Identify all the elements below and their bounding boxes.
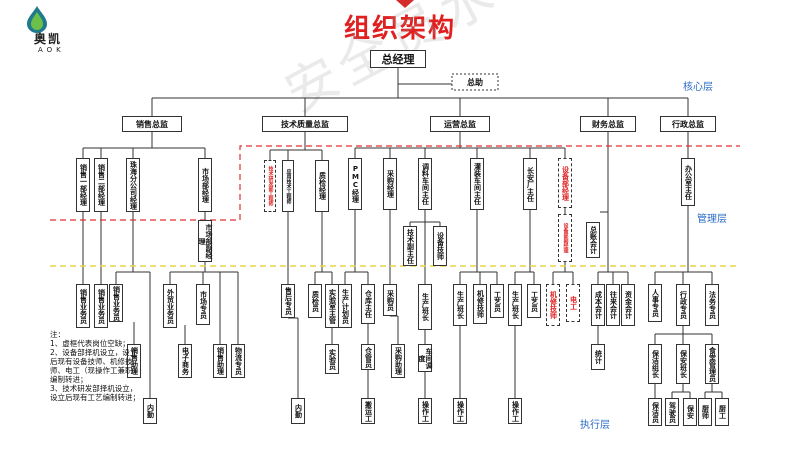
mgr-equip-tech: 设备技师 bbox=[433, 226, 447, 266]
mgr-tech-engineer: 技术研发部工程师 bbox=[264, 160, 276, 212]
staff-m2: 市场专员 bbox=[196, 284, 210, 325]
director-sales: 销售总监 bbox=[122, 116, 182, 132]
mgr-qc: 质检经理 bbox=[315, 160, 329, 212]
mgr-equip: 设备部经理 bbox=[558, 158, 572, 208]
mgr-purchase: 采购经理 bbox=[383, 158, 397, 210]
staff-m1: 外贸业务员 bbox=[163, 284, 177, 328]
staff-f1: 生产班长 bbox=[453, 284, 467, 326]
staff-e1: 机修技师 bbox=[546, 284, 560, 326]
staff-h2a: 保洁组长 bbox=[648, 344, 662, 384]
staff-e2: 电工 bbox=[566, 284, 580, 322]
staff-s3b: 销售助理 bbox=[127, 344, 141, 378]
staff-m1b: 电子商务 bbox=[178, 344, 192, 378]
layer-label-core: 核心层 bbox=[683, 82, 713, 93]
staff-a3: 资金会计 bbox=[621, 284, 635, 326]
director-tech: 技术质量总监 bbox=[262, 116, 348, 132]
mgr-changan-dir: 长安厂主任 bbox=[523, 158, 537, 210]
top-marker-icon bbox=[396, 0, 414, 8]
staff-s2: 销售业务员 bbox=[94, 284, 108, 328]
staff-f2: 机修技师 bbox=[473, 284, 487, 324]
layer-label-execution: 执行层 bbox=[580, 420, 610, 431]
staff-s1: 销售业务员 bbox=[76, 284, 90, 328]
staff-c1: 生产班长 bbox=[508, 284, 522, 326]
director-ops: 运营总监 bbox=[430, 116, 490, 132]
mgr-pmc: PMC经理 bbox=[348, 158, 362, 210]
staff-q2: 实验室主管 bbox=[325, 284, 339, 328]
staff-b1c: 操作工 bbox=[418, 398, 432, 424]
company-logo bbox=[22, 4, 82, 62]
mgr-branch: 珠海分公司经理 bbox=[126, 158, 140, 212]
staff-f3: 工艺员 bbox=[490, 284, 504, 318]
director-finance: 财务总监 bbox=[580, 116, 636, 132]
director-admin: 行政总监 bbox=[660, 116, 716, 132]
staff-pu1: 采购员 bbox=[383, 284, 397, 316]
staff-h1: 人事专员 bbox=[648, 284, 662, 322]
note-line: 注： bbox=[50, 330, 65, 339]
note-line: 2、设备部择机设立，设立后现有设备技师、机修技师、电工（现操作工兼职）编制转进； bbox=[50, 348, 140, 384]
assistant-box: 总助 bbox=[467, 77, 483, 87]
mgr-sales1: 销售一部经理 bbox=[76, 158, 90, 212]
staff-b1b: 车间调度 bbox=[418, 344, 433, 372]
mgr-office: 办公室主任 bbox=[681, 158, 695, 206]
mgr-sales2: 销售二部经理 bbox=[94, 158, 108, 212]
logo-drop-icon bbox=[27, 6, 47, 33]
staff-p1: 生产计划员 bbox=[338, 284, 352, 328]
logo-text-en: AOK bbox=[38, 46, 65, 54]
staff-h2b1: 驾驶员 bbox=[665, 398, 679, 426]
staff-h2c: 食堂管理员 bbox=[705, 344, 719, 384]
staff-c2: 工艺员 bbox=[527, 284, 541, 318]
ceo-box: 总经理 bbox=[370, 50, 426, 68]
staff-h2c1: 厨师 bbox=[698, 398, 712, 426]
staff-h2b2: 保安 bbox=[683, 398, 697, 426]
staff-q1: 质检员 bbox=[308, 284, 322, 318]
staff-h3: 法务专员 bbox=[705, 284, 719, 326]
staff-m2b: 销售助理 bbox=[213, 344, 227, 378]
staff-m3: 物流专员 bbox=[231, 344, 245, 378]
mgr-blend-dir: 调料车间主任 bbox=[418, 158, 432, 210]
mgr-app-engineer: 应用技术工程师 bbox=[282, 160, 294, 212]
layer-label-management: 管理层 bbox=[697, 214, 727, 225]
mgr-tech-deputy: 技术副主任 bbox=[403, 226, 417, 266]
note-line: 3、技术研发部择机设立，设立后现有工艺编制转进； bbox=[50, 384, 140, 402]
page-title: 组织架构 bbox=[343, 14, 456, 44]
staff-h2b: 保安班长 bbox=[676, 344, 690, 384]
logo-text-cn: 奥凯 bbox=[34, 32, 63, 46]
mgr-market: 市场部经理 bbox=[198, 158, 212, 212]
staff-s3: 销售业务员 bbox=[109, 284, 123, 322]
staff-t1: 售后专员 bbox=[281, 284, 295, 318]
note-line: 1、虚框代表岗位空缺； bbox=[50, 339, 130, 348]
staff-pu1b: 采购助理 bbox=[391, 344, 405, 378]
staff-f1b: 操作工 bbox=[453, 398, 467, 424]
staff-a2: 往来会计 bbox=[606, 284, 620, 326]
mgr-market-deputy: 市场部副经理 bbox=[198, 220, 213, 262]
mgr-chief-acct: 总账会计 bbox=[586, 222, 600, 258]
mgr-equip-deputy: 设备部副经理 bbox=[558, 214, 572, 262]
staff-p2b: 仓管员 bbox=[361, 344, 375, 370]
staff-p2c: 搬运工 bbox=[361, 398, 375, 424]
staff-s3c: 内勤 bbox=[143, 398, 157, 424]
staff-h2c2: 厨工 bbox=[715, 398, 729, 426]
staff-c1b: 操作工 bbox=[508, 398, 522, 424]
staff-q2b: 实验员 bbox=[325, 344, 339, 374]
staff-t1b: 内勤 bbox=[291, 398, 305, 424]
mgr-fill-dir: 灌装车间主任 bbox=[470, 158, 484, 210]
staff-a1b: 统计 bbox=[591, 344, 605, 370]
notes-block: 注： 1、虚框代表岗位空缺； 2、设备部择机设立，设立后现有设备技师、机修技师、… bbox=[50, 330, 142, 402]
staff-h2: 行政专员 bbox=[676, 284, 690, 326]
staff-a1: 成本会计 bbox=[591, 284, 605, 326]
staff-h2a1: 保洁员 bbox=[648, 398, 662, 426]
staff-p2: 仓库主任 bbox=[361, 284, 375, 324]
staff-b1: 生产班长 bbox=[418, 284, 432, 330]
